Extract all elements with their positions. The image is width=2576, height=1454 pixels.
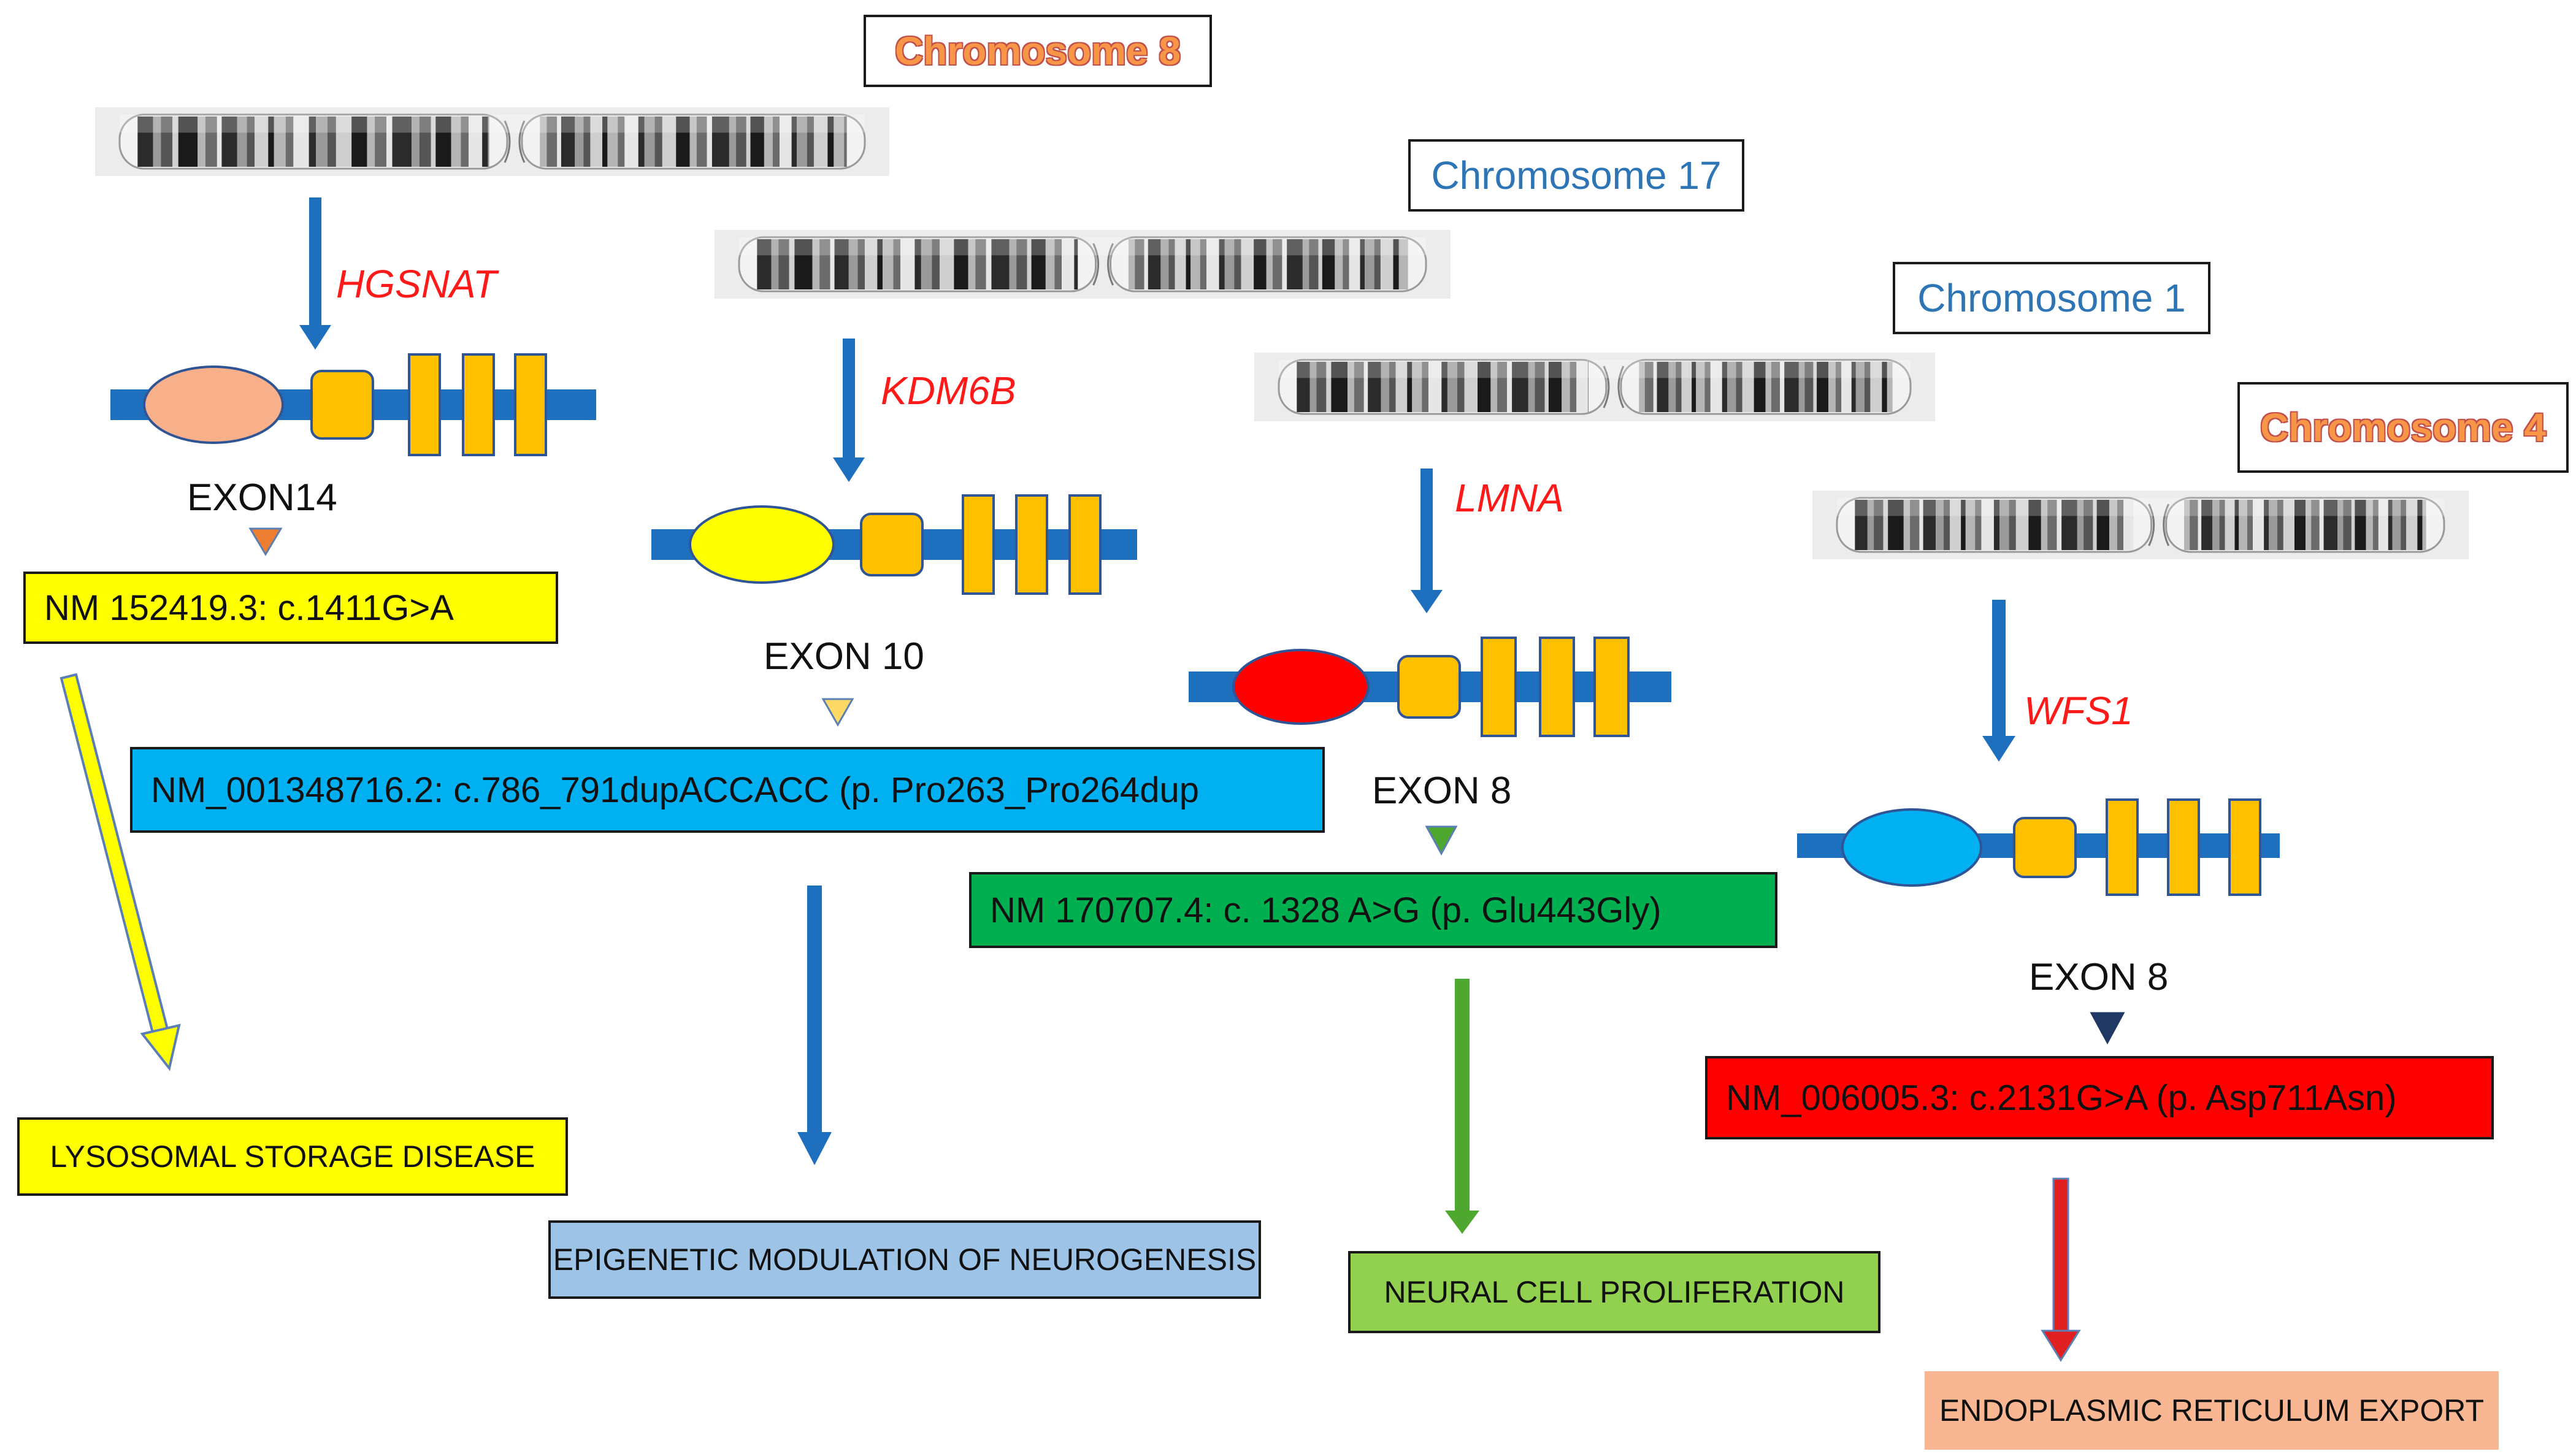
exon-block	[310, 370, 374, 440]
arrow-kdm6b-to-outcome	[797, 886, 832, 1165]
exon-block	[2106, 798, 2139, 896]
gene-label-lmna: LMNA	[1455, 476, 1564, 520]
gene-structure-wfs1	[1797, 798, 2280, 896]
arrow-wfs1-to-outcome	[2041, 1177, 2081, 1362]
gene-label-wfs1: WFS1	[2024, 689, 2133, 733]
exon-marker-lmna	[1425, 825, 1458, 856]
exon-block	[1539, 637, 1575, 737]
chromosome-8-title: Chromosome 8	[864, 15, 1212, 87]
gene-structure-hgsnat	[110, 353, 596, 456]
exon-block	[2228, 798, 2261, 896]
variant-box-kdm6b: NM_001348716.2: c.786_791dupACCACC (p. P…	[130, 747, 1325, 833]
chromosome-1-ideogram	[1254, 353, 1935, 421]
outcome-box-hgsnat: LYSOSOMAL STORAGE DISEASE	[17, 1117, 568, 1196]
variant-box-lmna: NM 170707.4: c. 1328 A>G (p. Glu443Gly)	[969, 872, 1777, 948]
chromosome-1-title: Chromosome 1	[1893, 262, 2210, 334]
exon-block	[1481, 637, 1517, 737]
exon-marker-hgsnat	[248, 527, 283, 556]
exon-block	[962, 494, 995, 595]
gene-structure-kdm6b	[651, 494, 1137, 595]
exon-marker-kdm6b	[821, 698, 854, 727]
exon-label-kdm6b: EXON 10	[764, 635, 924, 678]
outcome-box-kdm6b: EPIGENETIC MODULATION OF NEUROGENESIS	[548, 1220, 1261, 1299]
exon-block	[2167, 798, 2200, 896]
protein-domain	[143, 365, 284, 444]
outcome-box-lmna: NEURAL CELL PROLIFERATION	[1348, 1251, 1880, 1333]
exon-block	[462, 353, 495, 456]
arrow-chr17-to-kdm6b	[833, 339, 865, 482]
exon-block	[1015, 494, 1048, 595]
exon-block	[1593, 637, 1630, 737]
arrow-chr1-to-lmna	[1411, 469, 1443, 613]
gene-label-hgsnat: HGSNAT	[336, 262, 497, 306]
exon-block	[1068, 494, 1102, 595]
chromosome-17-title: Chromosome 17	[1408, 139, 1744, 212]
arrow-lmna-to-outcome	[1445, 979, 1479, 1234]
outcome-box-wfs1: ENDOPLASMIC RETICULUM EXPORT	[1925, 1371, 2499, 1450]
protein-domain	[1841, 808, 1982, 887]
chromosome-17-ideogram	[715, 230, 1451, 299]
protein-domain	[689, 505, 835, 584]
chromosome-8-ideogram	[95, 107, 889, 176]
exon-marker-wfs1	[2090, 1012, 2125, 1045]
arrow-chr4-to-wfs1	[1982, 600, 2015, 762]
gene-label-kdm6b: KDM6B	[881, 369, 1016, 413]
variant-box-hgsnat: NM 152419.3: c.1411G>A	[23, 572, 558, 644]
variant-box-wfs1: NM_006005.3: c.2131G>A (p. Asp711Asn)	[1705, 1056, 2494, 1139]
exon-label-wfs1: EXON 8	[2029, 956, 2169, 998]
protein-domain	[1232, 649, 1370, 725]
arrow-hgsnat-to-outcome	[59, 673, 181, 1071]
exon-label-hgsnat: EXON14	[187, 476, 337, 519]
exon-block	[408, 353, 441, 456]
chromosome-4-ideogram	[1812, 491, 2469, 559]
arrow-chr8-to-hgsnat	[299, 197, 331, 350]
gene-structure-lmna	[1189, 637, 1671, 737]
exon-block	[860, 513, 924, 576]
exon-block	[1397, 655, 1461, 719]
chromosome-4-title: Chromosome 4	[2237, 382, 2569, 473]
exon-label-lmna: EXON 8	[1372, 770, 1512, 812]
exon-block	[2013, 817, 2077, 878]
exon-block	[514, 353, 547, 456]
